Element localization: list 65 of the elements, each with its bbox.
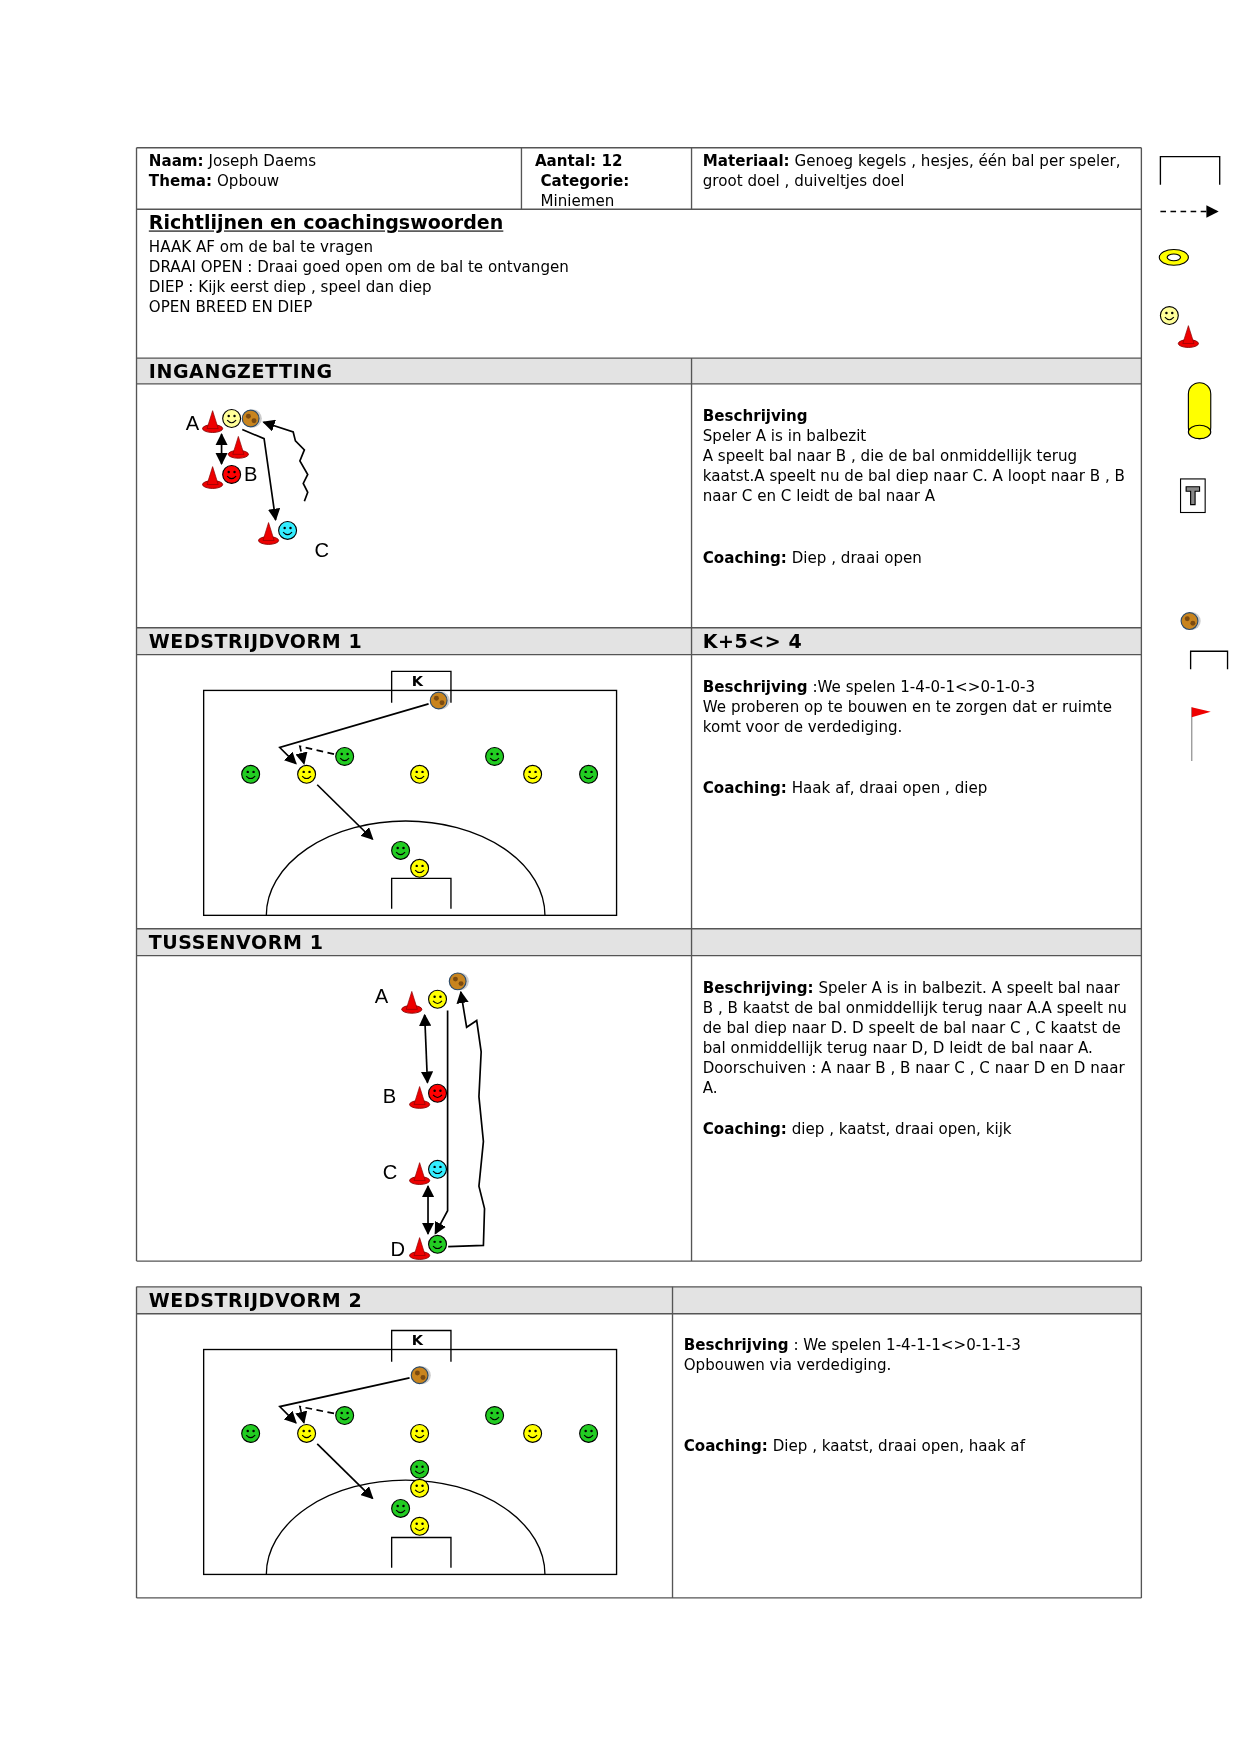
- arrow: [447, 990, 486, 1248]
- arrow: [215, 432, 228, 466]
- arrow: [241, 428, 281, 521]
- goalkeeper-letter: K: [411, 1331, 424, 1349]
- form-field-text: Categorie:: [540, 170, 631, 191]
- description-text: Speler A is in balbezit: [702, 425, 868, 446]
- player-with-cone-icon: [409, 1159, 448, 1185]
- player-letter: A: [185, 411, 200, 435]
- coaching-text: Coaching: Diep , draai open: [702, 547, 923, 568]
- coaching-text: Coaching: Diep , kaatst, draai open, haak af: [683, 1435, 1027, 1456]
- guideline-text: HAAK AF om de bal te vragen: [148, 236, 374, 257]
- player-with-cone-icon: [202, 409, 242, 433]
- player-icon: [335, 746, 355, 766]
- description-text: Beschrijving: Speler A is in balbezit. A speelt bal naar B , B kaatst de bal onmiddellijk terug naar A.A speelt nu de bal diep naar D. D speelt de bal naar C , C kaatst de bal onmiddellijk terug naar D, D leidt de bal naar A. Doorschuiven : A naar B , B naar C , C naar D en D naar A.: [702, 977, 1128, 1098]
- description-text: We proberen op te bouwen en te zorgen dat er ruimte komt voor de verdediging.: [702, 696, 1113, 737]
- player-with-cone-icon: [409, 1234, 448, 1260]
- guideline-text: DRAAI OPEN : Draai goed open om de bal te ontvangen: [148, 256, 570, 277]
- form-field-text: Thema: Opbouw: [148, 170, 281, 191]
- form-field-text: Naam: Joseph Daems: [148, 150, 318, 171]
- ball-icon: [241, 409, 262, 428]
- arrow: [434, 1009, 449, 1235]
- player-icon: [297, 764, 317, 784]
- player-letter: C: [314, 539, 329, 562]
- arrow: [262, 419, 309, 503]
- section-heading: WEDSTRIJDVORM 2: [148, 1289, 364, 1312]
- player-letter: B: [382, 1085, 397, 1108]
- ball-icon: [429, 691, 450, 710]
- coaching-text: Coaching: diep , kaatst, draai open, kijk: [702, 1118, 1013, 1138]
- coaching-text: Coaching: Haak af, draai open , diep: [702, 777, 989, 798]
- ball-icon: [448, 972, 469, 991]
- player-with-cone-icon: [401, 989, 448, 1014]
- player-icon: [335, 1406, 355, 1426]
- player-letter: C: [382, 1161, 398, 1184]
- description-heading: Beschrijving: [702, 405, 809, 426]
- description-text: Beschrijving :We spelen 1-4-0-1<>0-1-0-3: [702, 676, 1037, 696]
- player-letter: B: [243, 463, 258, 486]
- form-field-text: Materiaal: Genoeg kegels , hesjes, één bal per speler, groot doel , duiveltjes doel: [702, 150, 1122, 191]
- section-heading: WEDSTRIJDVORM 1: [148, 630, 364, 653]
- guideline-text: OPEN BREED EN DIEP: [148, 296, 314, 317]
- section-heading: TUSSENVORM 1: [148, 931, 325, 954]
- arrow: [418, 1013, 434, 1084]
- arrow: [295, 1405, 335, 1424]
- ball-icon: [410, 1366, 431, 1385]
- description-text: Beschrijving : We spelen 1-4-1-1<>0-1-1-3: [683, 1333, 1022, 1354]
- player-letter: A: [374, 984, 389, 1008]
- section-heading: Richtlijnen en coachingswoorden: [148, 211, 505, 234]
- arrow: [316, 783, 374, 841]
- arrow: [278, 703, 430, 765]
- section-heading: K+5<> 4: [702, 630, 804, 653]
- player-with-cone-icon: [258, 520, 298, 545]
- goalkeeper-letter: K: [411, 672, 424, 690]
- player-with-cone-icon: [202, 464, 242, 489]
- guideline-text: DIEP : Kijk eerst diep , speel dan diep: [148, 276, 433, 297]
- arrow: [316, 1443, 374, 1500]
- arrow: [421, 1184, 435, 1235]
- form-field-text: Aantal: 12: [534, 150, 624, 171]
- player-letter: D: [390, 1237, 406, 1260]
- arrow: [278, 1377, 411, 1424]
- arrow: [295, 745, 335, 765]
- form-field-text: Miniemen: [540, 190, 616, 211]
- player-with-cone-icon: [409, 1083, 448, 1109]
- player-icon: [297, 1423, 317, 1443]
- description-text: Opbouwen via verdediging.: [683, 1354, 893, 1375]
- description-text: A speelt bal naar B , die de bal onmiddellijk terug kaatst.A speelt nu de bal diep naar C. A loopt naar B , B naar C en C leidt de bal naar A: [702, 445, 1126, 506]
- section-heading: INGANGZETTING: [148, 360, 334, 383]
